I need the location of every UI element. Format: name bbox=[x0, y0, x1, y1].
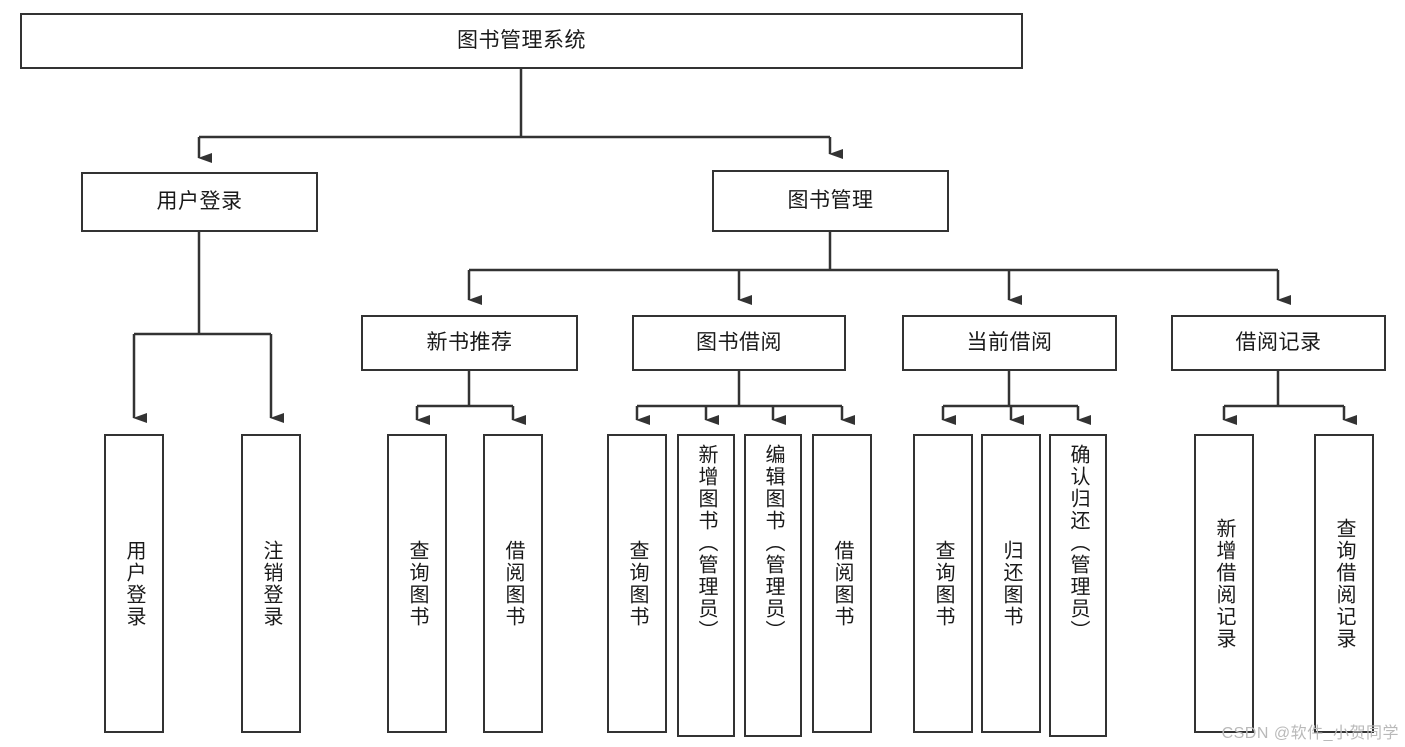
node-leaf-logout-login-label: 注销登录 bbox=[260, 539, 282, 628]
node-leaf-return-book-label: 归还图书 bbox=[1000, 539, 1022, 628]
node-leaf-query-book-3[interactable]: 查询图书 bbox=[913, 434, 973, 733]
node-book-borrow[interactable]: 图书借阅 bbox=[632, 315, 846, 371]
node-borrow-record-label: 借阅记录 bbox=[1235, 330, 1322, 354]
node-leaf-edit-book[interactable]: 编辑图书（管理员） bbox=[744, 434, 802, 737]
node-leaf-borrow-book-1-label: 借阅图书 bbox=[502, 539, 524, 628]
node-leaf-borrow-book-1[interactable]: 借阅图书 bbox=[483, 434, 543, 733]
node-new-book-rec-label: 新书推荐 bbox=[426, 330, 513, 354]
node-new-book-rec[interactable]: 新书推荐 bbox=[361, 315, 578, 371]
node-leaf-return-book[interactable]: 归还图书 bbox=[981, 434, 1041, 733]
node-current-borrow-label: 当前借阅 bbox=[966, 330, 1053, 354]
node-leaf-borrow-book-2-label: 借阅图书 bbox=[831, 539, 853, 628]
node-leaf-confirm-return[interactable]: 确认归还（管理员） bbox=[1049, 434, 1107, 737]
node-user-login[interactable]: 用户登录 bbox=[81, 172, 318, 232]
node-current-borrow[interactable]: 当前借阅 bbox=[902, 315, 1117, 371]
node-leaf-edit-book-label: 编辑图书（管理员） bbox=[762, 444, 784, 642]
node-root-label: 图书管理系统 bbox=[457, 28, 586, 52]
node-leaf-add-book[interactable]: 新增图书（管理员） bbox=[677, 434, 735, 737]
node-borrow-record[interactable]: 借阅记录 bbox=[1171, 315, 1386, 371]
node-leaf-add-record-label: 新增借阅记录 bbox=[1213, 517, 1235, 650]
node-leaf-add-record[interactable]: 新增借阅记录 bbox=[1194, 434, 1254, 733]
node-book-manage[interactable]: 图书管理 bbox=[712, 170, 949, 232]
watermark-text: CSDN @软件_小贺同学 bbox=[1221, 725, 1399, 742]
node-user-login-label: 用户登录 bbox=[156, 189, 243, 213]
node-leaf-query-book-1[interactable]: 查询图书 bbox=[387, 434, 447, 733]
node-leaf-query-book-2[interactable]: 查询图书 bbox=[607, 434, 667, 733]
node-leaf-user-login-label: 用户登录 bbox=[123, 539, 145, 628]
node-leaf-query-book-2-label: 查询图书 bbox=[626, 539, 648, 628]
node-leaf-query-record-label: 查询借阅记录 bbox=[1333, 517, 1355, 650]
node-leaf-user-login[interactable]: 用户登录 bbox=[104, 434, 164, 733]
node-leaf-add-book-label: 新增图书（管理员） bbox=[695, 444, 717, 642]
node-leaf-query-book-1-label: 查询图书 bbox=[406, 539, 428, 628]
node-leaf-query-book-3-label: 查询图书 bbox=[932, 539, 954, 628]
node-leaf-logout-login[interactable]: 注销登录 bbox=[241, 434, 301, 733]
node-leaf-borrow-book-2[interactable]: 借阅图书 bbox=[812, 434, 872, 733]
node-book-manage-label: 图书管理 bbox=[787, 188, 874, 212]
node-root[interactable]: 图书管理系统 bbox=[20, 13, 1023, 69]
node-leaf-confirm-return-label: 确认归还（管理员） bbox=[1067, 444, 1089, 642]
node-leaf-query-record[interactable]: 查询借阅记录 bbox=[1314, 434, 1374, 733]
node-book-borrow-label: 图书借阅 bbox=[696, 330, 782, 354]
